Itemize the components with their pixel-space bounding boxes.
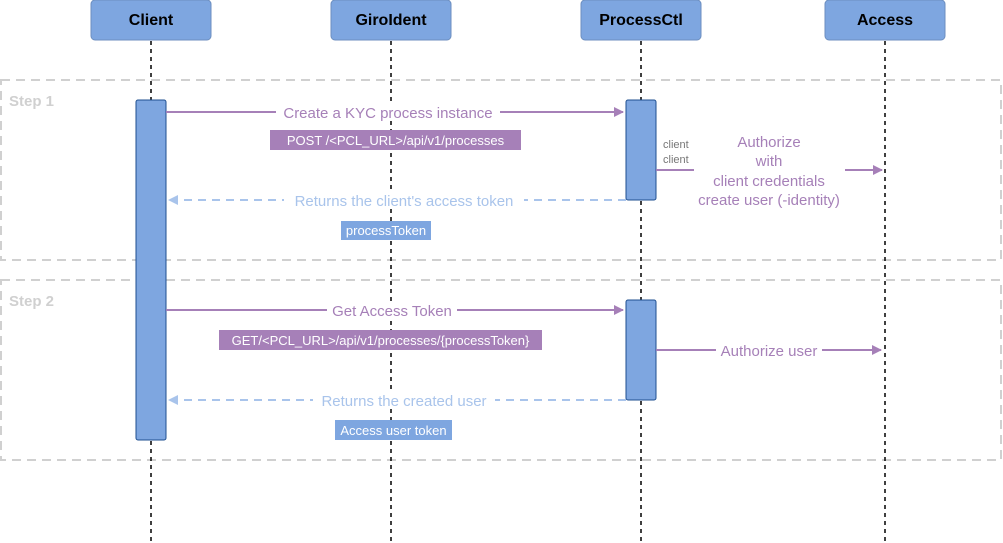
client-label-1: client	[663, 139, 689, 151]
tag-post-processes: POST /<PCL_URL>/api/v1/processes	[270, 130, 521, 150]
tag-get-processes: GET/<PCL_URL>/api/v1/processes/{processT…	[219, 330, 542, 350]
message-authorize-user-label: Authorize user	[721, 343, 818, 360]
authorize-line-2: with	[755, 153, 783, 170]
authorize-line-1: Authorize	[737, 134, 800, 151]
step-1-label: Step 1	[9, 93, 54, 110]
actor-giroident: GiroIdent	[330, 0, 452, 41]
message-returns-access-token: Returns the client's access token	[168, 191, 626, 210]
authorize-line-4: create user (-identity)	[698, 192, 840, 209]
actor-access-label: Access	[857, 12, 913, 29]
message-get-access-token: Get Access Token	[166, 301, 624, 320]
message-authorize-client: Authorize with client credentials create…	[656, 134, 883, 209]
actor-access: Access	[824, 0, 946, 41]
actor-giroident-label: GiroIdent	[355, 12, 427, 29]
activation-processctl-2	[625, 299, 657, 401]
actor-client: Client	[90, 0, 212, 41]
actor-client-label: Client	[129, 12, 174, 29]
message-returns-created-user-label: Returns the created user	[321, 393, 486, 410]
message-returns-access-token-label: Returns the client's access token	[295, 193, 514, 210]
activation-client	[135, 99, 167, 441]
tag-post-processes-label: POST /<PCL_URL>/api/v1/processes	[287, 133, 505, 148]
tag-access-user-token-label: Access user token	[340, 423, 446, 438]
actor-processctl: ProcessCtl	[580, 0, 702, 41]
client-label-2: client	[663, 154, 689, 166]
message-create-kyc: Create a KYC process instance	[166, 103, 624, 122]
activation-processctl-1	[625, 99, 657, 201]
message-returns-created-user: Returns the created user	[168, 391, 626, 410]
step-frame-2: Step 2	[0, 279, 1002, 461]
message-authorize-user: Authorize user	[656, 341, 882, 360]
tag-process-token: processToken	[341, 221, 431, 240]
step-frame-1: Step 1	[0, 79, 1002, 261]
step-2-label: Step 2	[9, 293, 54, 310]
tag-access-user-token: Access user token	[335, 420, 452, 440]
authorize-line-3: client credentials	[713, 173, 825, 190]
tag-get-processes-label: GET/<PCL_URL>/api/v1/processes/{processT…	[232, 333, 530, 348]
message-get-access-token-label: Get Access Token	[332, 303, 452, 320]
tag-process-token-label: processToken	[346, 223, 426, 238]
actor-processctl-label: ProcessCtl	[599, 12, 683, 29]
message-create-kyc-label: Create a KYC process instance	[283, 105, 492, 122]
